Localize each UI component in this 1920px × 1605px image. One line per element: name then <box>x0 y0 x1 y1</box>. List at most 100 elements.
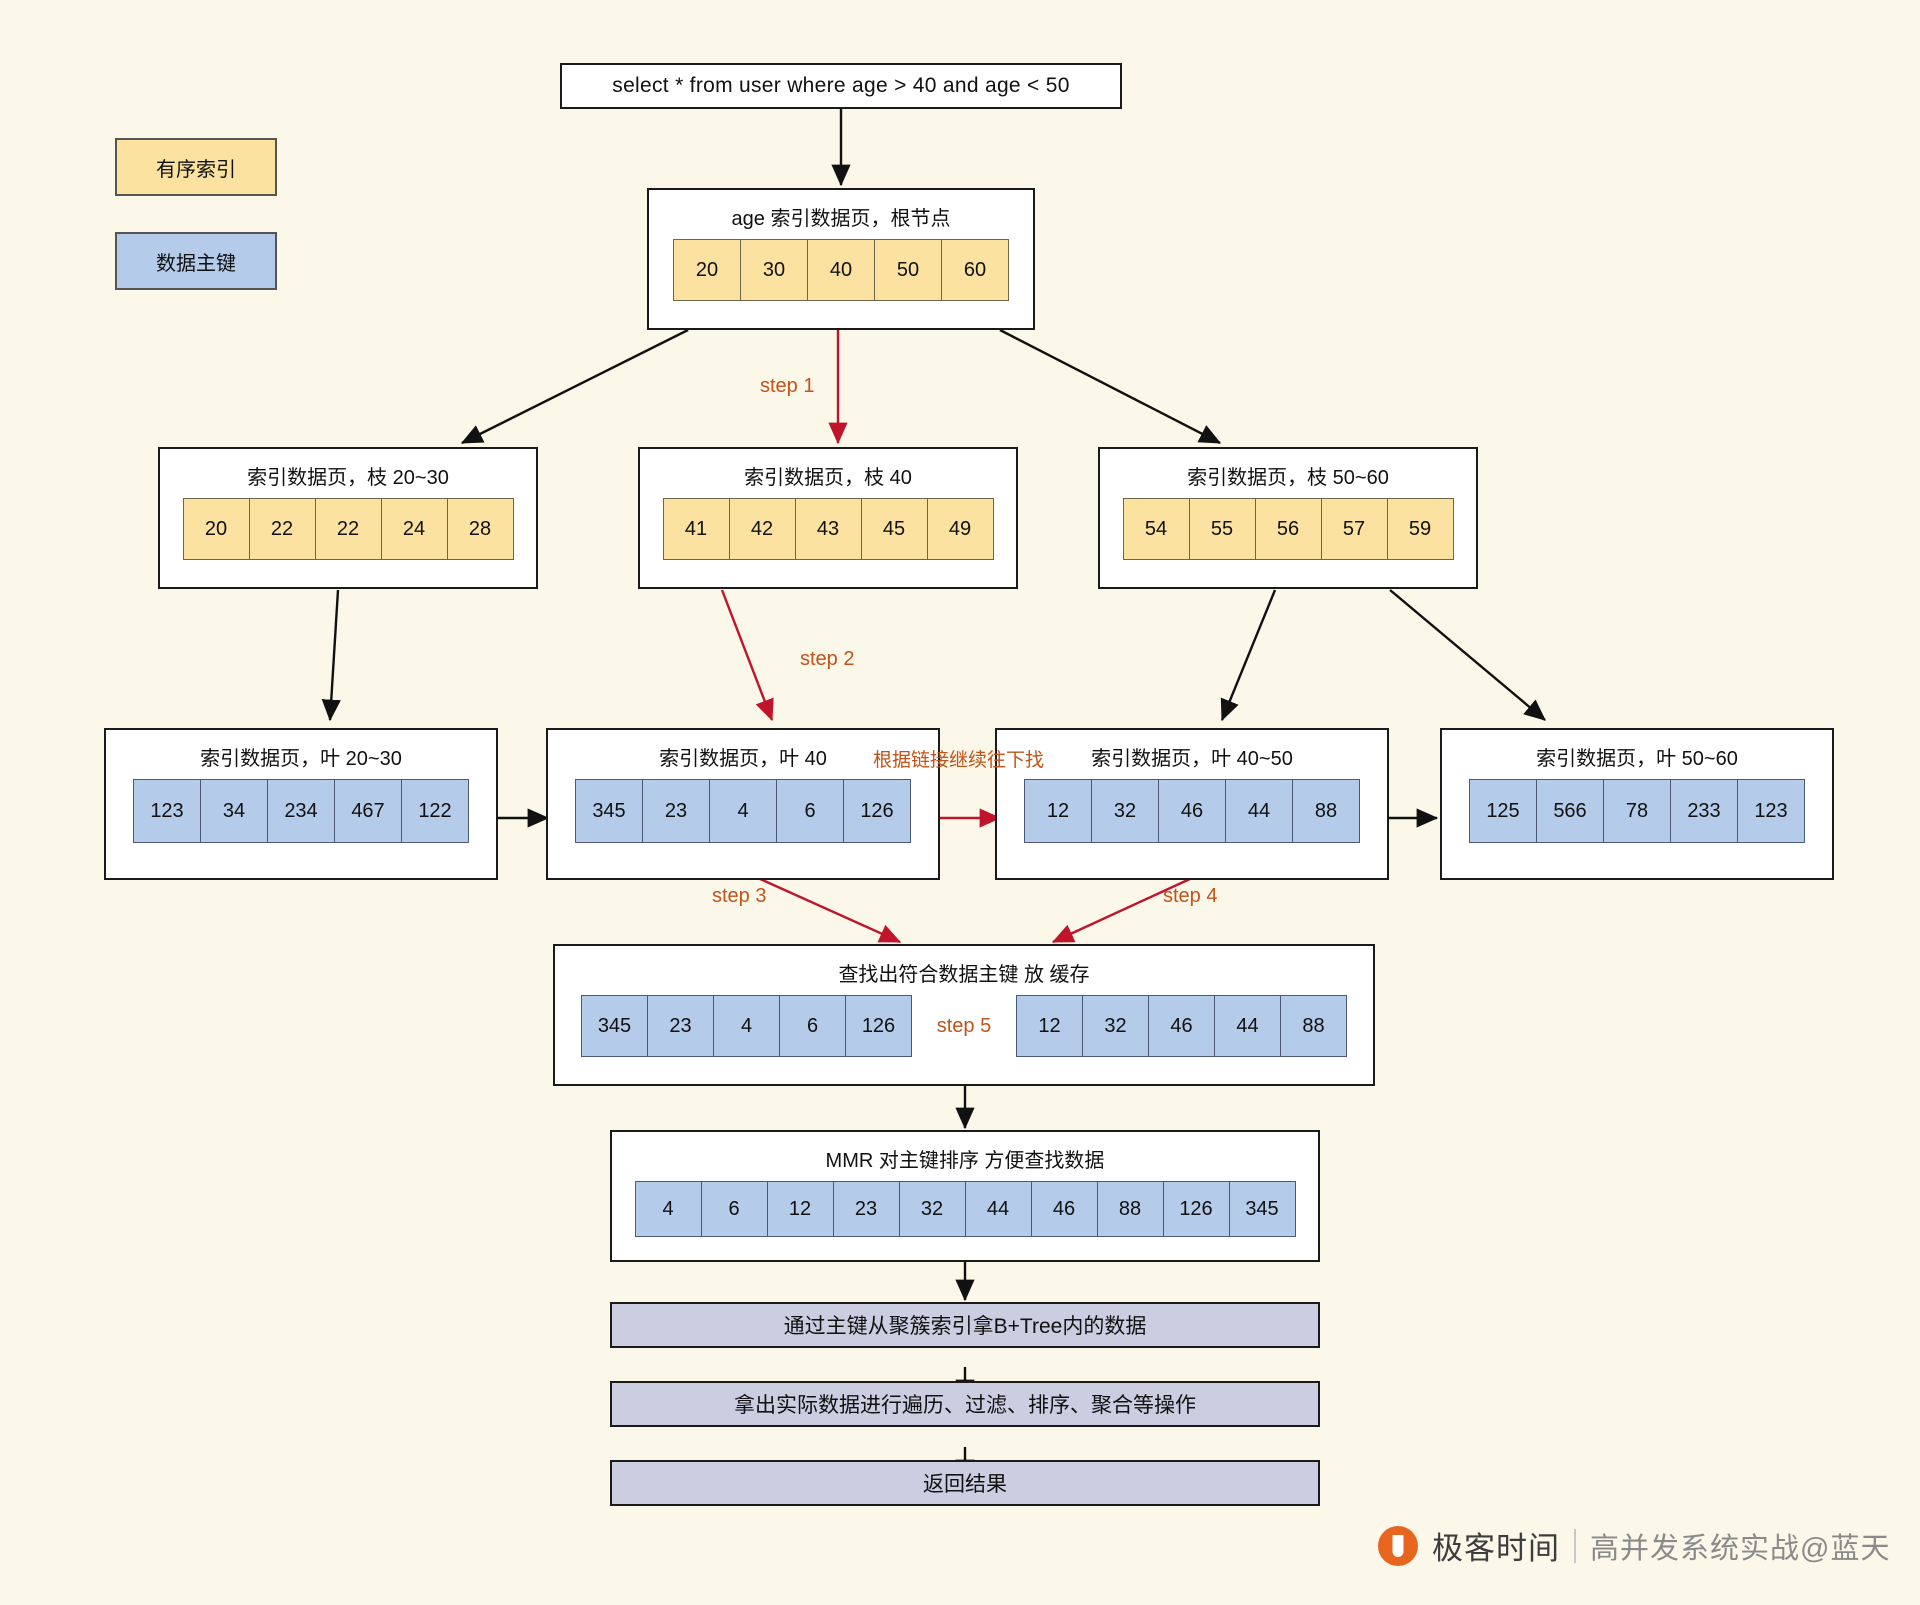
cell: 6 <box>779 995 846 1057</box>
cell: 6 <box>700 1181 768 1237</box>
cell: 57 <box>1320 498 1388 560</box>
cell: 32 <box>898 1181 966 1237</box>
node-mmr-sort-cells: 4 6 12 23 32 44 46 88 126 345 <box>634 1181 1296 1237</box>
node-leaf-40-cells: 345 23 4 6 126 <box>575 779 911 843</box>
process-traverse-filter-sort-aggregate: 拿出实际数据进行遍历、过滤、排序、聚合等操作 <box>610 1381 1320 1427</box>
node-leaf-20-30: 索引数据页，叶 20~30 123 34 234 467 122 <box>104 728 498 880</box>
footer-subtitle-label: 高并发系统实战@蓝天 <box>1590 1532 1891 1565</box>
node-leaf-50-60-cells: 125 566 78 233 123 <box>1469 779 1805 843</box>
node-branch-20-30-cells: 20 22 22 24 28 <box>182 498 514 560</box>
link-traverse-note: 根据链接继续往下找 <box>873 750 1045 771</box>
cell: 12 <box>1024 779 1092 843</box>
cell: 54 <box>1122 498 1190 560</box>
node-cache-title: 查找出符合数据主键 放 缓存 <box>838 964 1090 986</box>
legend-sorted-index: 有序索引 <box>115 138 277 196</box>
node-leaf-40-50: 索引数据页，叶 40~50 12 32 46 44 88 <box>995 728 1389 880</box>
legend-sorted-index-label: 有序索引 <box>156 158 236 181</box>
cell: 126 <box>843 779 911 843</box>
step-4-label: step 4 <box>1163 885 1218 907</box>
cell: 6 <box>776 779 844 843</box>
node-cache-row: 345 23 4 6 126 step 5 12 32 46 44 88 <box>581 995 1347 1057</box>
node-branch-40-cells: 41 42 43 45 49 <box>662 498 994 560</box>
cell: 24 <box>380 498 448 560</box>
cell: 4 <box>634 1181 702 1237</box>
node-root-title: age 索引数据页，根节点 <box>731 208 951 230</box>
step-3-label: step 3 <box>712 885 767 907</box>
cell: 45 <box>860 498 928 560</box>
cell: 345 <box>1228 1181 1296 1237</box>
footer-divider <box>1574 1528 1576 1563</box>
cache-group-right: 12 32 46 44 88 <box>1016 995 1347 1057</box>
cell: 23 <box>647 995 714 1057</box>
node-mmr-sort-title: MMR 对主键排序 方便查找数据 <box>825 1150 1105 1172</box>
node-root: age 索引数据页，根节点 20 30 40 50 60 <box>647 188 1035 330</box>
cell: 123 <box>133 779 201 843</box>
process-label: 拿出实际数据进行遍历、过滤、排序、聚合等操作 <box>734 1394 1196 1417</box>
legend-data-primary-key-label: 数据主键 <box>156 252 236 275</box>
cell: 59 <box>1386 498 1454 560</box>
cell: 123 <box>1737 779 1805 843</box>
cell: 50 <box>874 239 942 301</box>
node-leaf-20-30-title: 索引数据页，叶 20~30 <box>200 748 402 770</box>
cell: 4 <box>713 995 780 1057</box>
cell: 233 <box>1670 779 1738 843</box>
cell: 12 <box>1016 995 1083 1057</box>
cell: 44 <box>964 1181 1032 1237</box>
cell: 32 <box>1082 995 1149 1057</box>
cell: 126 <box>845 995 912 1057</box>
process-label: 返回结果 <box>923 1473 1007 1496</box>
sql-query-text: select * from user where age > 40 and ag… <box>612 74 1070 97</box>
cell: 23 <box>642 779 710 843</box>
cell: 30 <box>740 239 808 301</box>
cell: 34 <box>200 779 268 843</box>
cell: 122 <box>401 779 469 843</box>
sql-query-box: select * from user where age > 40 and ag… <box>560 63 1122 109</box>
cell: 40 <box>807 239 875 301</box>
cell: 566 <box>1536 779 1604 843</box>
cell: 46 <box>1158 779 1226 843</box>
node-branch-20-30: 索引数据页，枝 20~30 20 22 22 24 28 <box>158 447 538 589</box>
cell: 78 <box>1603 779 1671 843</box>
node-branch-50-60: 索引数据页，枝 50~60 54 55 56 57 59 <box>1098 447 1478 589</box>
node-leaf-40-50-title: 索引数据页，叶 40~50 <box>1091 748 1293 770</box>
cache-step-label: step 5 <box>936 1014 992 1037</box>
cell: 22 <box>314 498 382 560</box>
node-branch-40: 索引数据页，枝 40 41 42 43 45 49 <box>638 447 1018 589</box>
cell: 467 <box>334 779 402 843</box>
node-leaf-50-60: 索引数据页，叶 50~60 125 566 78 233 123 <box>1440 728 1834 880</box>
legend-data-primary-key: 数据主键 <box>115 232 277 290</box>
node-branch-40-title: 索引数据页，枝 40 <box>744 467 912 489</box>
step-1-label: step 1 <box>760 375 815 397</box>
footer-watermark: 极客时间 高并发系统实战@蓝天 <box>1378 1523 1890 1568</box>
cell: 345 <box>575 779 643 843</box>
cell: 20 <box>182 498 250 560</box>
cell: 32 <box>1091 779 1159 843</box>
cell: 46 <box>1148 995 1215 1057</box>
cell: 20 <box>673 239 741 301</box>
node-leaf-50-60-title: 索引数据页，叶 50~60 <box>1536 748 1738 770</box>
cell: 126 <box>1162 1181 1230 1237</box>
node-branch-50-60-title: 索引数据页，枝 50~60 <box>1187 467 1389 489</box>
cell: 28 <box>446 498 514 560</box>
node-leaf-20-30-cells: 123 34 234 467 122 <box>133 779 469 843</box>
process-label: 通过主键从聚簇索引拿B+Tree内的数据 <box>783 1315 1147 1338</box>
cell: 88 <box>1292 779 1360 843</box>
cell: 125 <box>1469 779 1537 843</box>
node-mmr-sort: MMR 对主键排序 方便查找数据 4 6 12 23 32 44 46 88 1… <box>610 1130 1320 1262</box>
cell: 55 <box>1188 498 1256 560</box>
cell: 56 <box>1254 498 1322 560</box>
node-cache: 查找出符合数据主键 放 缓存 345 23 4 6 126 step 5 12 … <box>553 944 1375 1086</box>
node-root-cells: 20 30 40 50 60 <box>673 239 1009 301</box>
process-return-result: 返回结果 <box>610 1460 1320 1506</box>
node-leaf-40-title: 索引数据页，叶 40 <box>659 748 827 770</box>
cell: 4 <box>709 779 777 843</box>
cell: 42 <box>728 498 796 560</box>
cell: 12 <box>766 1181 834 1237</box>
cell: 22 <box>248 498 316 560</box>
cell: 60 <box>941 239 1009 301</box>
cell: 23 <box>832 1181 900 1237</box>
process-fetch-from-clustered-index: 通过主键从聚簇索引拿B+Tree内的数据 <box>610 1302 1320 1348</box>
node-branch-50-60-cells: 54 55 56 57 59 <box>1122 498 1454 560</box>
node-branch-20-30-title: 索引数据页，枝 20~30 <box>247 467 449 489</box>
